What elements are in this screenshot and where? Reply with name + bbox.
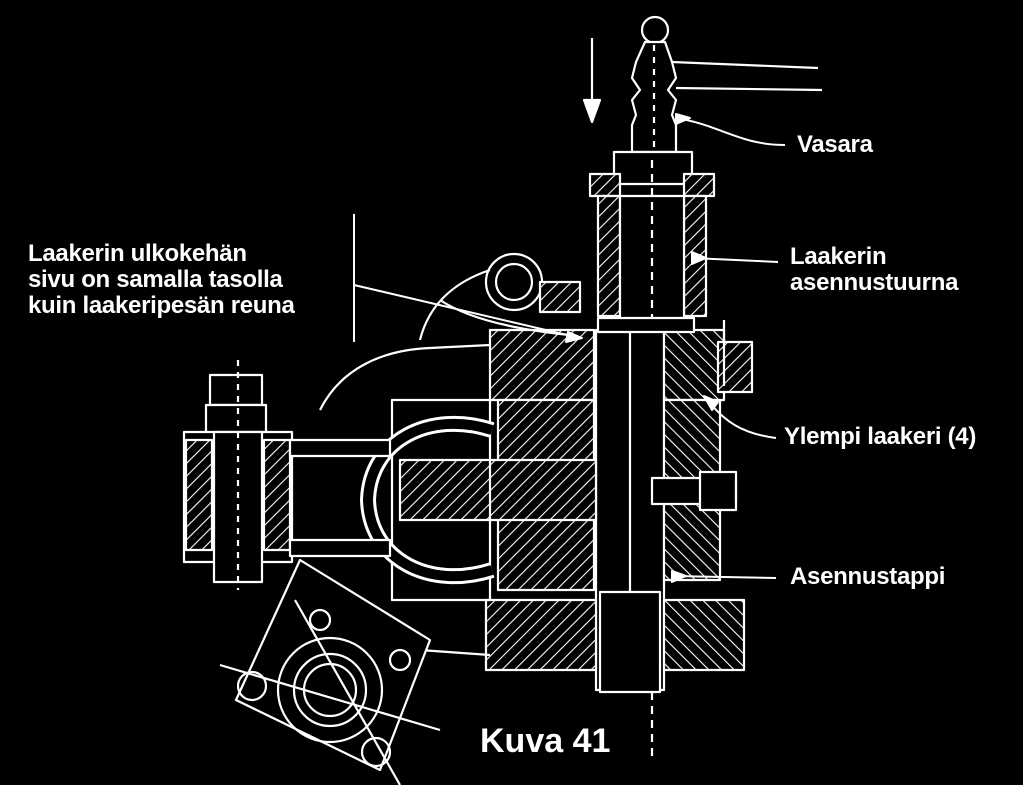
- c-cutout: [360, 415, 495, 585]
- hammer-direction-arrow: [582, 38, 602, 124]
- label-mandrel-line1: Laakerin: [790, 243, 887, 270]
- grease-fitting: [418, 252, 582, 341]
- bearing-housing: [488, 316, 754, 402]
- hammer: [630, 15, 823, 154]
- label-note-line1: Laakerin ulkokehän: [28, 240, 247, 267]
- label-note-line2: sivu on samalla tasolla: [28, 266, 283, 293]
- label-hammer: Vasara: [797, 131, 873, 158]
- label-mandrel-line2: asennustuurna: [790, 269, 959, 296]
- label-mounting-pin: Asennustappi: [790, 563, 946, 590]
- label-mandrel: Laakerin asennustuurna: [790, 244, 958, 296]
- flange-plate: [219, 558, 441, 785]
- label-bearing-note: Laakerin ulkokehän sivu on samalla tasol…: [28, 241, 295, 319]
- label-upper-bearing: Ylempi laakeri (4): [784, 423, 977, 450]
- mounting-pin: [650, 470, 738, 512]
- label-note-line3: kuin laakeripesän reuna: [28, 292, 295, 319]
- leader-lines: [353, 113, 786, 583]
- figure-caption: Kuva 41: [480, 722, 611, 760]
- clamp-bolt: [182, 360, 392, 590]
